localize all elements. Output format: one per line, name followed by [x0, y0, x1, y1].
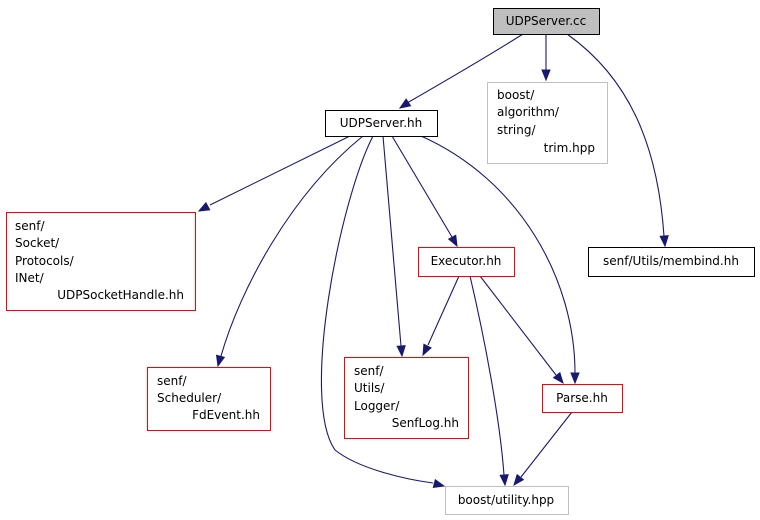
node-label-line: string/ [497, 123, 536, 137]
edge-arrowhead [499, 474, 509, 487]
node-box [6, 212, 196, 311]
edge-line [566, 33, 665, 237]
edge-executor-to-parse [479, 275, 564, 385]
edge-arrowhead [513, 473, 525, 487]
node-box [588, 247, 755, 277]
edge-udpserver-cc-to-udpserver-hh [398, 33, 524, 109]
edge-arrowhead [422, 343, 432, 357]
node-senflog[interactable]: senf/Utils/Logger/SenfLog.hh [344, 357, 469, 439]
edge-arrowhead [398, 98, 412, 109]
node-label-line: UDPServer.cc [506, 14, 587, 28]
edge-arrowhead [447, 234, 458, 248]
node-label-line: Socket/ [15, 236, 60, 250]
edge-line [520, 411, 573, 478]
node-label-line: SenfLog.hh [392, 416, 459, 430]
node-executor[interactable]: Executor.hh [418, 247, 515, 277]
edge-executor-to-senflog [422, 275, 460, 357]
edge-udpserver-hh-to-udp-socket-handle [197, 135, 351, 212]
edge-line [479, 275, 557, 376]
edge-line [420, 135, 576, 374]
edge-line [320, 135, 434, 484]
node-label-line: Executor.hh [431, 254, 502, 268]
edges-layer [197, 33, 669, 489]
node-label-line: Protocols/ [15, 254, 75, 268]
node-udpserver-hh[interactable]: UDPServer.hh [325, 110, 438, 137]
node-udpserver-cc: UDPServer.cc [493, 8, 600, 35]
edge-udpserver-hh-to-executor [391, 135, 458, 248]
edge-line [382, 135, 402, 347]
node-box [493, 8, 600, 35]
edge-executor-to-boost-utility [469, 275, 509, 487]
node-label-line: boost/utility.hpp [458, 493, 554, 507]
node-membind[interactable]: senf/Utils/membind.hh [588, 247, 755, 277]
node-label-line: Utils/ [354, 381, 385, 395]
edge-udpserver-cc-to-boost-trim [541, 34, 551, 82]
edge-arrowhead [659, 235, 669, 248]
edge-arrowhead [197, 201, 211, 212]
edge-line [220, 135, 364, 357]
node-label-line: FdEvent.hh [192, 408, 260, 422]
edge-line [469, 275, 505, 476]
node-label-line: senf/ [157, 374, 187, 388]
node-label-line: UDPSocketHandle.hh [57, 288, 184, 302]
node-label-line: UDPServer.hh [340, 116, 423, 130]
edge-udpserver-hh-to-senflog [382, 135, 406, 358]
node-label-line: senf/ [354, 364, 384, 378]
node-udp-socket-handle[interactable]: senf/Socket/Protocols/INet/UDPSocketHand… [6, 212, 196, 311]
nodes-layer: UDPServer.cc boost/algorithm/string/trim.… [6, 8, 755, 515]
edge-udpserver-hh-to-parse [420, 135, 580, 385]
edge-udpserver-hh-to-boost-utility [320, 135, 446, 489]
edge-udpserver-hh-to-fdevent [215, 135, 364, 368]
edge-line [406, 33, 524, 104]
edge-arrowhead [552, 371, 564, 385]
node-label-line: algorithm/ [497, 105, 560, 119]
edge-udpserver-cc-to-membind [566, 33, 669, 248]
node-box [418, 247, 515, 277]
node-box [542, 384, 623, 413]
edge-line [209, 135, 351, 206]
edge-arrowhead [570, 372, 580, 385]
node-label-line: Scheduler/ [157, 391, 222, 405]
edge-arrowhead [432, 478, 446, 489]
node-box [344, 357, 469, 439]
node-fdevent[interactable]: senf/Scheduler/FdEvent.hh [147, 367, 271, 431]
edge-arrowhead [396, 345, 406, 358]
node-label-line: senf/Utils/membind.hh [603, 254, 739, 268]
node-label-line: boost/ [497, 88, 535, 102]
edge-line [391, 135, 453, 238]
node-label-line: trim.hpp [544, 141, 595, 155]
edge-line [427, 275, 460, 346]
edge-parse-to-boost-utility [513, 411, 573, 487]
node-boost-utility[interactable]: boost/utility.hpp [445, 486, 569, 515]
edge-arrowhead [541, 69, 551, 82]
node-label-line: senf/ [15, 219, 45, 233]
node-parse[interactable]: Parse.hh [542, 384, 623, 413]
node-box [487, 82, 608, 164]
node-box [147, 367, 271, 431]
node-label-line: Parse.hh [556, 391, 608, 405]
node-boost-trim[interactable]: boost/algorithm/string/trim.hpp [487, 82, 608, 164]
node-box [325, 110, 438, 137]
node-label-line: INet/ [15, 271, 45, 285]
node-box [445, 486, 569, 515]
edge-arrowhead [215, 354, 226, 368]
node-label-line: Logger/ [354, 399, 400, 413]
